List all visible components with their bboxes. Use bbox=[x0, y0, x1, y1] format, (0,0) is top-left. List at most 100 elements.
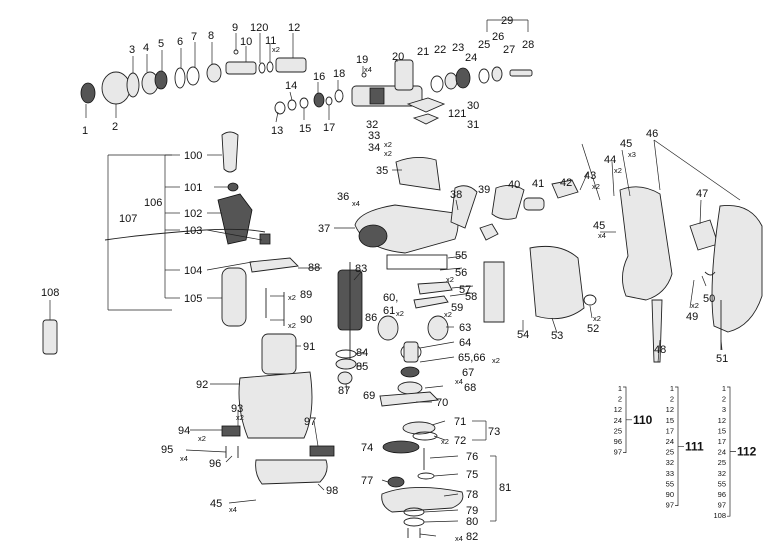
kit-111-bracket bbox=[675, 386, 684, 506]
kit-110-number: 110 bbox=[633, 413, 653, 427]
part-label-12: 12 bbox=[288, 22, 300, 34]
part-label-19: 19 bbox=[356, 54, 368, 66]
part-label-69: 69 bbox=[363, 390, 375, 402]
part-label-6: 6 bbox=[177, 36, 183, 48]
part-label-45a: 45 bbox=[620, 138, 632, 150]
part-label-74: 74 bbox=[361, 442, 373, 454]
part-label-42: 42 bbox=[560, 177, 572, 189]
qty-11: x2 bbox=[272, 45, 280, 54]
part-label-63: 63 bbox=[459, 322, 471, 334]
kit-112-item: 25 bbox=[718, 458, 726, 467]
part-label-39: 39 bbox=[478, 184, 490, 196]
kit-110-item: 25 bbox=[614, 426, 622, 435]
part-label-79: 79 bbox=[466, 505, 478, 517]
qty-34: x2 bbox=[384, 149, 392, 158]
kit-111-item: 97 bbox=[666, 501, 674, 510]
part-label-13: 13 bbox=[271, 125, 283, 137]
part-label-96: 96 bbox=[209, 458, 221, 470]
part-label-37: 37 bbox=[318, 223, 330, 235]
kit-111-item: 90 bbox=[666, 490, 674, 499]
kit-111-item: 2 bbox=[670, 395, 674, 404]
part-label-21: 21 bbox=[417, 46, 429, 58]
qty-45: x3 bbox=[628, 150, 636, 159]
part-label-81: 81 bbox=[499, 482, 511, 494]
part-label-27: 27 bbox=[503, 44, 515, 56]
part-label-56: 56 bbox=[455, 267, 467, 279]
part-label-46: 46 bbox=[646, 128, 658, 140]
part-label-91: 91 bbox=[303, 341, 315, 353]
part-label-55: 55 bbox=[455, 250, 467, 262]
part-label-94: 94 bbox=[178, 425, 190, 437]
qty-49: x2 bbox=[691, 301, 699, 310]
kit-112-item: 108 bbox=[713, 511, 726, 520]
part-label-58: 58 bbox=[465, 291, 477, 303]
part-label-100: 100 bbox=[184, 150, 202, 162]
part-label-9: 9 bbox=[232, 22, 238, 34]
kit-112-item: 96 bbox=[718, 490, 726, 499]
part-label-48: 48 bbox=[654, 344, 666, 356]
part-label-24: 24 bbox=[465, 52, 477, 64]
part-label-40: 40 bbox=[508, 179, 520, 191]
part-label-11: 11 bbox=[265, 35, 276, 47]
part-label-8: 8 bbox=[208, 30, 214, 42]
part-label-103: 103 bbox=[184, 225, 202, 237]
kit-112-item: 2 bbox=[722, 395, 726, 404]
clutch-gear-assembly bbox=[377, 315, 464, 538]
kit-112-item: 12 bbox=[718, 416, 726, 425]
part-label-61: 61 bbox=[383, 305, 395, 317]
part-label-15: 15 bbox=[299, 123, 311, 135]
qty-95: x4 bbox=[180, 454, 188, 463]
part-label-33: 33 bbox=[368, 130, 380, 142]
part-label-7: 7 bbox=[191, 31, 197, 43]
part-label-67: 67 bbox=[462, 367, 474, 379]
part-label-1: 1 bbox=[82, 125, 88, 137]
qty-45b: x4 bbox=[598, 231, 606, 240]
kit-111-item: 25 bbox=[666, 448, 674, 457]
kit-110-item: 12 bbox=[614, 405, 622, 414]
part-label-84: 84 bbox=[356, 347, 368, 359]
part-label-77: 77 bbox=[361, 475, 373, 487]
part-label-26: 26 bbox=[492, 31, 504, 43]
part-label-97: 97 bbox=[304, 416, 316, 428]
part-label-52: 52 bbox=[587, 323, 599, 335]
kit-110-item: 24 bbox=[614, 416, 622, 425]
part-label-31: 31 bbox=[467, 119, 479, 131]
part-label-68: 68 bbox=[464, 382, 476, 394]
part-label-108: 108 bbox=[41, 287, 59, 299]
part-label-17: 17 bbox=[323, 122, 335, 134]
part-label-5: 5 bbox=[158, 38, 164, 50]
part-label-80: 80 bbox=[466, 516, 478, 528]
kit-112-bracket bbox=[727, 386, 736, 517]
kit-110-item: 2 bbox=[618, 395, 622, 404]
part-label-50: 50 bbox=[703, 293, 715, 305]
part-label-93: 93 bbox=[231, 403, 243, 415]
part-label-121: 121 bbox=[448, 108, 466, 120]
qty-67: x4 bbox=[455, 377, 463, 386]
kit-112-item: 15 bbox=[718, 426, 726, 435]
part-label-35: 35 bbox=[376, 165, 388, 177]
kit-111-item: 33 bbox=[666, 469, 674, 478]
qty-72: x2 bbox=[441, 437, 449, 446]
part-label-101: 101 bbox=[184, 182, 202, 194]
part-label-82: 82 bbox=[466, 531, 478, 542]
part-label-20: 20 bbox=[392, 51, 404, 63]
part-label-25: 25 bbox=[478, 39, 490, 51]
part-label-44: 44 bbox=[604, 154, 616, 166]
gearbox-housing bbox=[354, 157, 459, 309]
kit-110-item: 96 bbox=[614, 437, 622, 446]
part-label-3: 3 bbox=[129, 44, 135, 56]
part-label-60: 60, bbox=[383, 292, 398, 304]
part-label-30: 30 bbox=[467, 100, 479, 112]
kit-112-item: 1 bbox=[722, 384, 726, 393]
part-label-98: 98 bbox=[326, 485, 338, 497]
part-label-89: 89 bbox=[300, 289, 312, 301]
part-label-70: 70 bbox=[436, 397, 448, 409]
part-label-14: 14 bbox=[285, 80, 297, 92]
part-label-45c: 45 bbox=[210, 498, 222, 510]
qty-66: x2 bbox=[492, 356, 500, 365]
part-label-32: 32 bbox=[366, 119, 378, 131]
qty-93: x2 bbox=[236, 413, 244, 422]
part-label-105: 105 bbox=[184, 293, 202, 305]
